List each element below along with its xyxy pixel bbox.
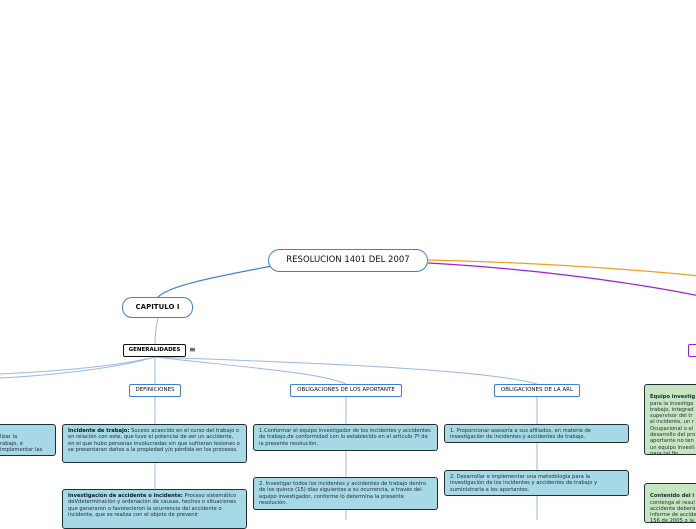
obligaciones-arl-label: OBLIGACIONES DE LA ARL [500,387,574,393]
link-gen-obl [154,356,347,385]
investigacion-title: Investigación de accidente o incidente: [68,493,183,499]
link-root-chapter [157,265,273,298]
root-topic-label: RESOLUCION 1401 DEL 2007 [286,255,410,265]
obligaciones-aportante-label: OBLIGACIONES DE LOS APORTANTE [297,387,395,393]
notes-menu-icon[interactable]: ≡ [189,345,196,354]
obligaciones-arl-topic[interactable]: OBLIGACIONES DE LA ARL [494,384,580,397]
generalidades-topic[interactable]: GENERALIDADES [123,344,186,357]
incidente-leaf[interactable]: Incidente de trabajo: Suceso acaecido en… [62,424,247,463]
right-purple-topic[interactable] [688,344,696,357]
link-root-purple [427,262,696,296]
root-topic[interactable]: RESOLUCION 1401 DEL 2007 [268,249,428,272]
investigacion-leaf[interactable]: Investigación de accidente o incidente: … [62,489,247,529]
left-partial-text: lizar la rabajo, e implementar las [0,434,43,453]
contenido-text: contenga el resul accidente deberá infor… [650,499,696,523]
equipo-investigador-leaf[interactable]: Equipo investig para la investiga trabaj… [644,384,696,455]
left-partial-leaf[interactable]: lizar la rabajo, e implementar las [0,424,56,456]
link-gen-left [0,356,156,375]
link-root-orange [427,259,696,277]
arl-item-2-text: 2. Desarrollar e implementar una metodol… [450,474,598,493]
equipo-text: para la investiga trabajo, integrad supe… [650,400,696,455]
incidente-text: Suceso acaecido en el curso del trabajo … [68,428,240,453]
arl-item-1-text: 1. Proporcionar asesoría a sus afiliados… [450,428,591,441]
aportante-item-1[interactable]: 1.Conformar el equipo investigador de lo… [253,424,438,451]
contenido-informe-leaf[interactable]: Contenido del i contenga el resul accide… [644,483,696,523]
arl-item-2[interactable]: 2. Desarrollar e implementar una metodol… [444,470,629,496]
link-chapter-gen [154,317,159,345]
aportante-item-2[interactable]: 2. Investigar todos los incidentes y acc… [253,477,438,510]
aportante-item-2-text: 2. Investigar todos los incidentes y acc… [259,481,427,506]
obligaciones-aportante-topic[interactable]: OBLIGACIONES DE LOS APORTANTE [290,384,402,397]
arl-item-1[interactable]: 1. Proporcionar asesoría a sus afiliados… [444,424,629,443]
definiciones-label: DEFINICIONES [135,387,175,393]
definiciones-topic[interactable]: DEFINICIONES [129,384,181,397]
investigacion-text: Proceso sistemático deVdeterminación y o… [68,493,237,518]
chapter-topic[interactable]: CAPITULO I [122,297,193,318]
incidente-title: Incidente de trabajo: [68,428,130,434]
equipo-title: Equipo investig [650,394,696,401]
aportante-item-1-text: 1.Conformar el equipo investigador de lo… [259,428,431,447]
generalidades-label: GENERALIDADES [128,347,181,353]
link-gen-arl [154,356,538,385]
chapter-topic-label: CAPITULO I [135,303,180,311]
link-gen-left2 [0,356,156,379]
contenido-title: Contenido del i [650,493,695,500]
